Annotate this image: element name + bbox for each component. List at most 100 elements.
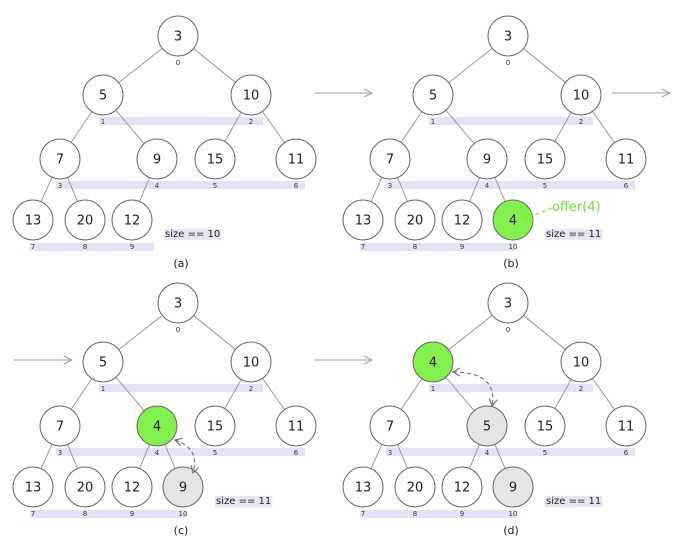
heap-node	[82, 74, 124, 116]
tree-edge	[448, 47, 493, 84]
node-index: 3	[58, 449, 62, 457]
heap-node	[441, 199, 483, 241]
node-index: 2	[249, 118, 253, 126]
tree-edge	[400, 111, 423, 143]
node-index: 6	[624, 449, 629, 457]
index-bar	[99, 117, 263, 125]
node-index: 7	[31, 243, 35, 251]
heap-node	[157, 282, 199, 324]
node-index: 5	[213, 182, 217, 190]
heap-node	[157, 15, 199, 57]
node-value: 5	[99, 356, 107, 371]
node-index: 9	[460, 243, 464, 251]
tree-edge	[494, 444, 506, 469]
index-bar	[386, 448, 635, 456]
heap-node	[412, 341, 454, 383]
panel-caption: (a)	[173, 257, 188, 270]
node-value: 11	[288, 153, 305, 168]
tree-edge	[469, 444, 480, 469]
node-value: 9	[509, 481, 517, 496]
dashed-swap-arrow-icon	[173, 437, 200, 475]
panel-caption: (c)	[174, 524, 189, 537]
node-index: 4	[485, 449, 490, 457]
heap-node	[82, 341, 124, 383]
heap-node	[524, 138, 566, 180]
size-label-bg	[164, 229, 222, 240]
index-bar	[56, 181, 305, 189]
node-value: 12	[454, 481, 471, 496]
node-value: 13	[355, 481, 372, 496]
tree-edge	[554, 379, 572, 409]
tree-edge	[139, 177, 150, 202]
tree-edge	[139, 444, 150, 469]
tree-edge	[115, 376, 145, 412]
tree-edge	[523, 315, 566, 350]
node-index: 7	[361, 243, 365, 251]
node-index: 10	[509, 510, 518, 518]
node-index: 6	[294, 182, 299, 190]
node-value: 5	[99, 89, 107, 104]
node-value: 11	[618, 153, 635, 168]
heap-node	[230, 74, 272, 116]
heap-node	[194, 405, 236, 447]
node-value: 5	[483, 420, 491, 435]
node-index: 5	[543, 449, 547, 457]
tree-edge	[115, 109, 145, 145]
index-bar	[30, 510, 186, 518]
heap-node	[39, 138, 81, 180]
index-bar	[30, 243, 154, 251]
node-index: 3	[388, 182, 392, 190]
tree-edge	[469, 177, 480, 202]
heap-node	[12, 466, 54, 508]
node-value: 3	[504, 297, 512, 312]
node-index: 1	[101, 385, 105, 393]
heap-node	[560, 341, 602, 383]
heap-node	[605, 405, 647, 447]
heap-node	[394, 199, 436, 241]
heap-node	[412, 74, 454, 116]
tree-edge	[592, 378, 615, 410]
node-index: 3	[388, 449, 392, 457]
node-index: 0	[176, 326, 180, 334]
node-index: 4	[155, 449, 160, 457]
heap-node	[487, 282, 529, 324]
heap-node	[342, 466, 384, 508]
dashed-swap-arrow-icon	[451, 367, 498, 408]
heap-node	[12, 199, 54, 241]
node-index: 1	[431, 385, 435, 393]
tree-edge	[370, 177, 383, 202]
tree-edge	[494, 177, 506, 202]
tree-edge	[397, 444, 408, 469]
tree-edge	[164, 444, 176, 469]
node-value: 4	[509, 214, 517, 229]
size-label-bg	[215, 496, 273, 507]
node-index: 1	[101, 118, 105, 126]
tree-edge	[224, 379, 242, 409]
node-value: 4	[429, 356, 437, 371]
index-bar	[99, 384, 263, 392]
index-bar	[386, 181, 635, 189]
tree-edge	[193, 315, 236, 350]
node-index: 10	[509, 243, 518, 251]
tree-edge	[445, 109, 475, 145]
node-value: 12	[124, 481, 141, 496]
heap-node	[369, 138, 411, 180]
heap-node	[230, 341, 272, 383]
node-index: 1	[431, 118, 435, 126]
node-value: 9	[483, 153, 491, 168]
heap-node	[275, 138, 317, 180]
index-bar	[360, 510, 516, 518]
heap-node	[136, 405, 178, 447]
index-bar	[429, 384, 593, 392]
tree-edge	[40, 444, 53, 469]
node-value: 13	[25, 214, 42, 229]
size-label: size == 10	[165, 229, 220, 240]
node-value: 20	[77, 214, 94, 229]
node-value: 5	[429, 89, 437, 104]
tree-edge	[370, 444, 383, 469]
node-index: 3	[58, 182, 62, 190]
node-index: 5	[543, 182, 547, 190]
tree-edge	[67, 177, 78, 202]
